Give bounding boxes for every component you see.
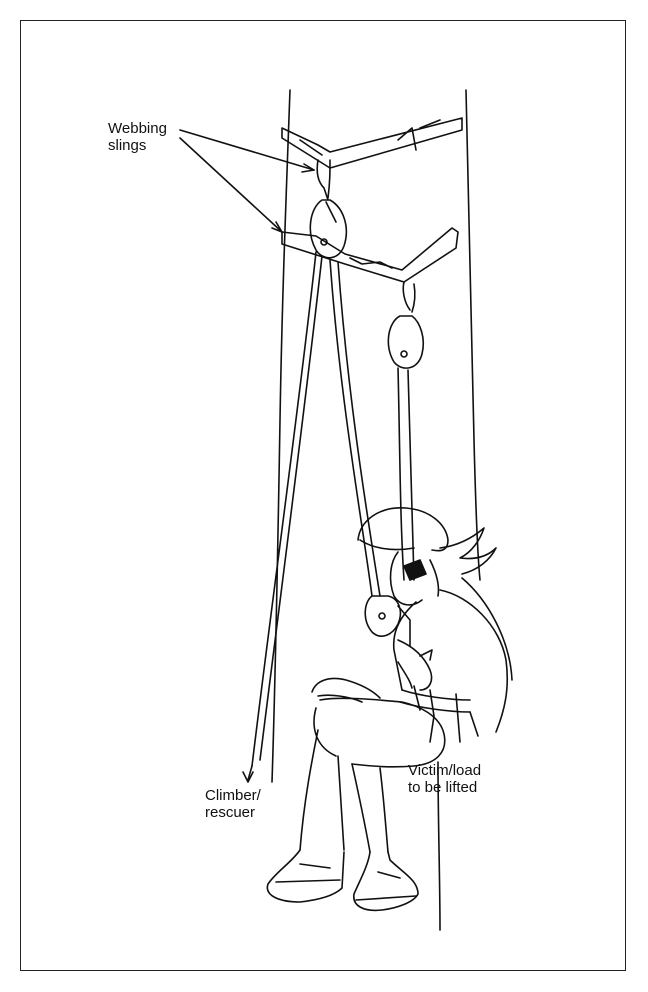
victim-figure — [267, 508, 512, 911]
label-climber-line-1: Climber/ — [205, 787, 261, 804]
tree-trunk — [272, 90, 480, 930]
upper-webbing-sling — [282, 118, 462, 168]
ropes — [243, 252, 414, 782]
middle-pulley — [388, 282, 423, 368]
label-webbing-line-2: slings — [108, 137, 167, 154]
label-webbing-line-1: Webbing — [108, 120, 167, 137]
lower-webbing-sling — [282, 228, 458, 282]
label-victim-line-1: Victim/load — [408, 762, 481, 779]
label-victim-line-2: to be lifted — [408, 779, 481, 796]
label-climber-rescuer: Climber/rescuer — [205, 787, 261, 821]
label-climber-line-2: rescuer — [205, 804, 261, 821]
